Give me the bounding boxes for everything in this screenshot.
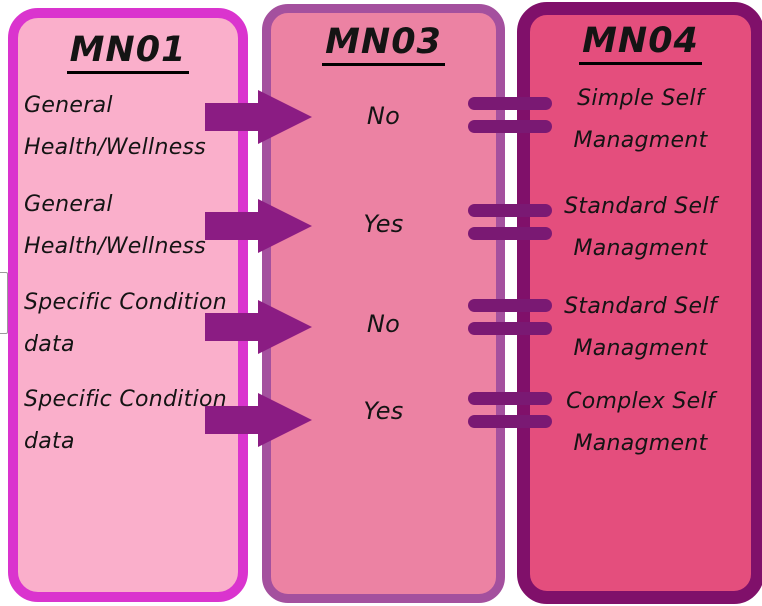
mn03-item-4: Yes [363,397,404,425]
mn03-item-3: No [366,310,401,338]
mn01-item-4: Specific Condition data [24,387,228,454]
equals-connector-icon-3 [468,299,552,335]
mn04-item-2: Standard Self Managment [564,194,717,261]
mn03-item-2: Yes [363,210,404,238]
equals-connector-icon-4 [468,392,552,428]
mn04-item-1: Simple Self Managment [573,86,708,153]
column-mn04: MN04 Simple Self Managment Standard Self… [517,2,762,604]
flow-arrow-icon-1 [205,90,312,144]
equals-connector-icon-2 [468,204,552,240]
flow-arrow-icon-4 [205,393,312,447]
mn01-item-2: General Health/Wellness [24,192,207,259]
mn01-item-1: General Health/Wellness [24,93,207,160]
column-mn03: MN03 No Yes No Yes [262,4,505,603]
equals-connector-icon-1 [468,97,552,133]
mn01-item-3: Specific Condition data [24,290,228,357]
column-mn04-title: MN04 [530,21,751,65]
column-mn01-title: MN01 [18,30,238,74]
clipped-edge-shape [0,272,8,334]
mn04-item-4: Complex Self Managment [566,389,715,456]
column-mn03-title: MN03 [271,22,496,66]
flow-arrow-icon-2 [205,199,312,253]
mn04-item-3: Standard Self Managment [564,294,717,361]
flow-arrow-icon-3 [205,300,312,354]
mn03-item-1: No [366,102,401,130]
